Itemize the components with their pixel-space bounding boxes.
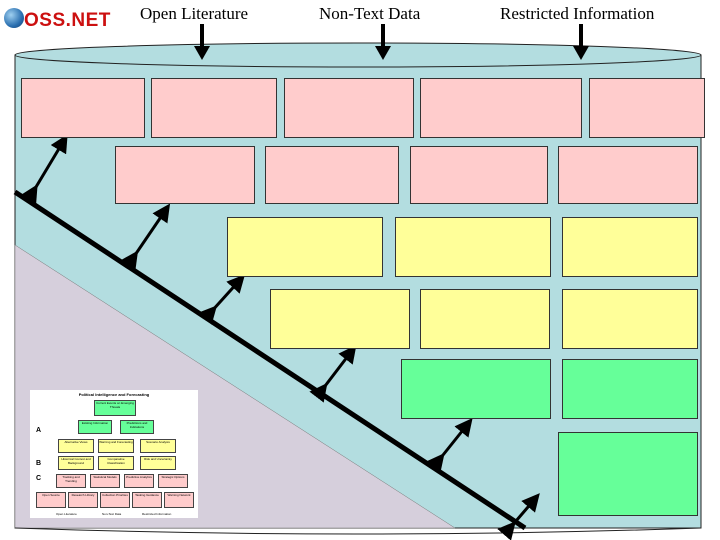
section-label-b: B: [36, 460, 42, 467]
pink-box: [420, 78, 582, 138]
section-label-c: C: [36, 475, 42, 482]
green-box: [558, 432, 698, 516]
thumbnail-box: Tracking and Trending: [56, 474, 86, 488]
green-box: [401, 359, 551, 419]
green-box: [562, 359, 698, 419]
yellow-box: [395, 217, 551, 277]
double-arrow: [497, 493, 540, 540]
thumbnail-box: Existing Information: [78, 420, 112, 434]
thumbnail-box: Research Library: [68, 492, 98, 508]
thumbnail-box: Tasking Guidance: [132, 492, 162, 508]
down-arrow-non-text: [375, 24, 391, 60]
pink-box: [589, 78, 705, 138]
pink-box: [558, 146, 698, 204]
double-arrow: [309, 344, 357, 403]
section-label-a: A: [36, 427, 42, 434]
header-label-open-literature: Open Literature: [140, 4, 249, 23]
header-label-non-text-data: Non-Text Data: [319, 4, 421, 23]
pink-box: [151, 78, 277, 138]
logo: OSS.NET: [24, 10, 111, 31]
thumbnail-box: Predictive Analytics: [124, 474, 154, 488]
thumbnail-box: Comparative Classification: [98, 456, 134, 470]
down-arrow-restricted: [573, 24, 589, 60]
pink-box: [115, 146, 255, 204]
thumbnail-box: Current Events on Emerging Threats: [94, 400, 136, 416]
thumbnail-box: Alternative Views: [58, 439, 94, 453]
thumbnail-footer-label: Non-Text Data: [102, 512, 122, 516]
yellow-box: [420, 289, 550, 349]
header-label-restricted-information: Restricted Information: [500, 4, 655, 23]
thumbnail-box: Warning and Forecasting: [98, 439, 134, 453]
double-arrow: [426, 417, 473, 473]
down-arrow-open-literature: [194, 24, 210, 60]
thumbnail-title: Political Intelligence and Forecasting: [78, 392, 150, 397]
thumbnail-box: Predictions and Indications: [120, 420, 154, 434]
double-arrow: [20, 134, 68, 205]
thumbnail-box: Collection Priorities: [100, 492, 130, 508]
thumbnail-footer-label: Open Literature: [56, 512, 77, 516]
thumbnail-box: Risk and Uncertainty: [140, 456, 176, 470]
yellow-box: [562, 217, 698, 277]
thumbnail-box: Historical Context and Background: [58, 456, 94, 470]
thumbnail-box: Statistical Models: [90, 474, 120, 488]
thumbnail-box: Scenario Analysis: [140, 439, 176, 453]
thumbnail-diagram: Political Intelligence and Forecasting C…: [30, 390, 198, 518]
thumbnail-box: Strategic Options: [158, 474, 188, 488]
double-arrow: [198, 274, 246, 325]
yellow-box: [227, 217, 383, 277]
pink-box: [265, 146, 399, 204]
cylinder-top: [14, 42, 702, 68]
yellow-box: [270, 289, 410, 349]
thumbnail-box: Warning Network: [164, 492, 194, 508]
thumbnail-footer-label: Restricted Information: [142, 512, 172, 516]
pink-box: [410, 146, 548, 204]
globe-logo-icon: [4, 8, 24, 28]
double-arrow: [120, 203, 171, 271]
pink-box: [284, 78, 414, 138]
pink-box: [21, 78, 145, 138]
thumbnail-box: Open Source: [36, 492, 66, 508]
yellow-box: [562, 289, 698, 349]
